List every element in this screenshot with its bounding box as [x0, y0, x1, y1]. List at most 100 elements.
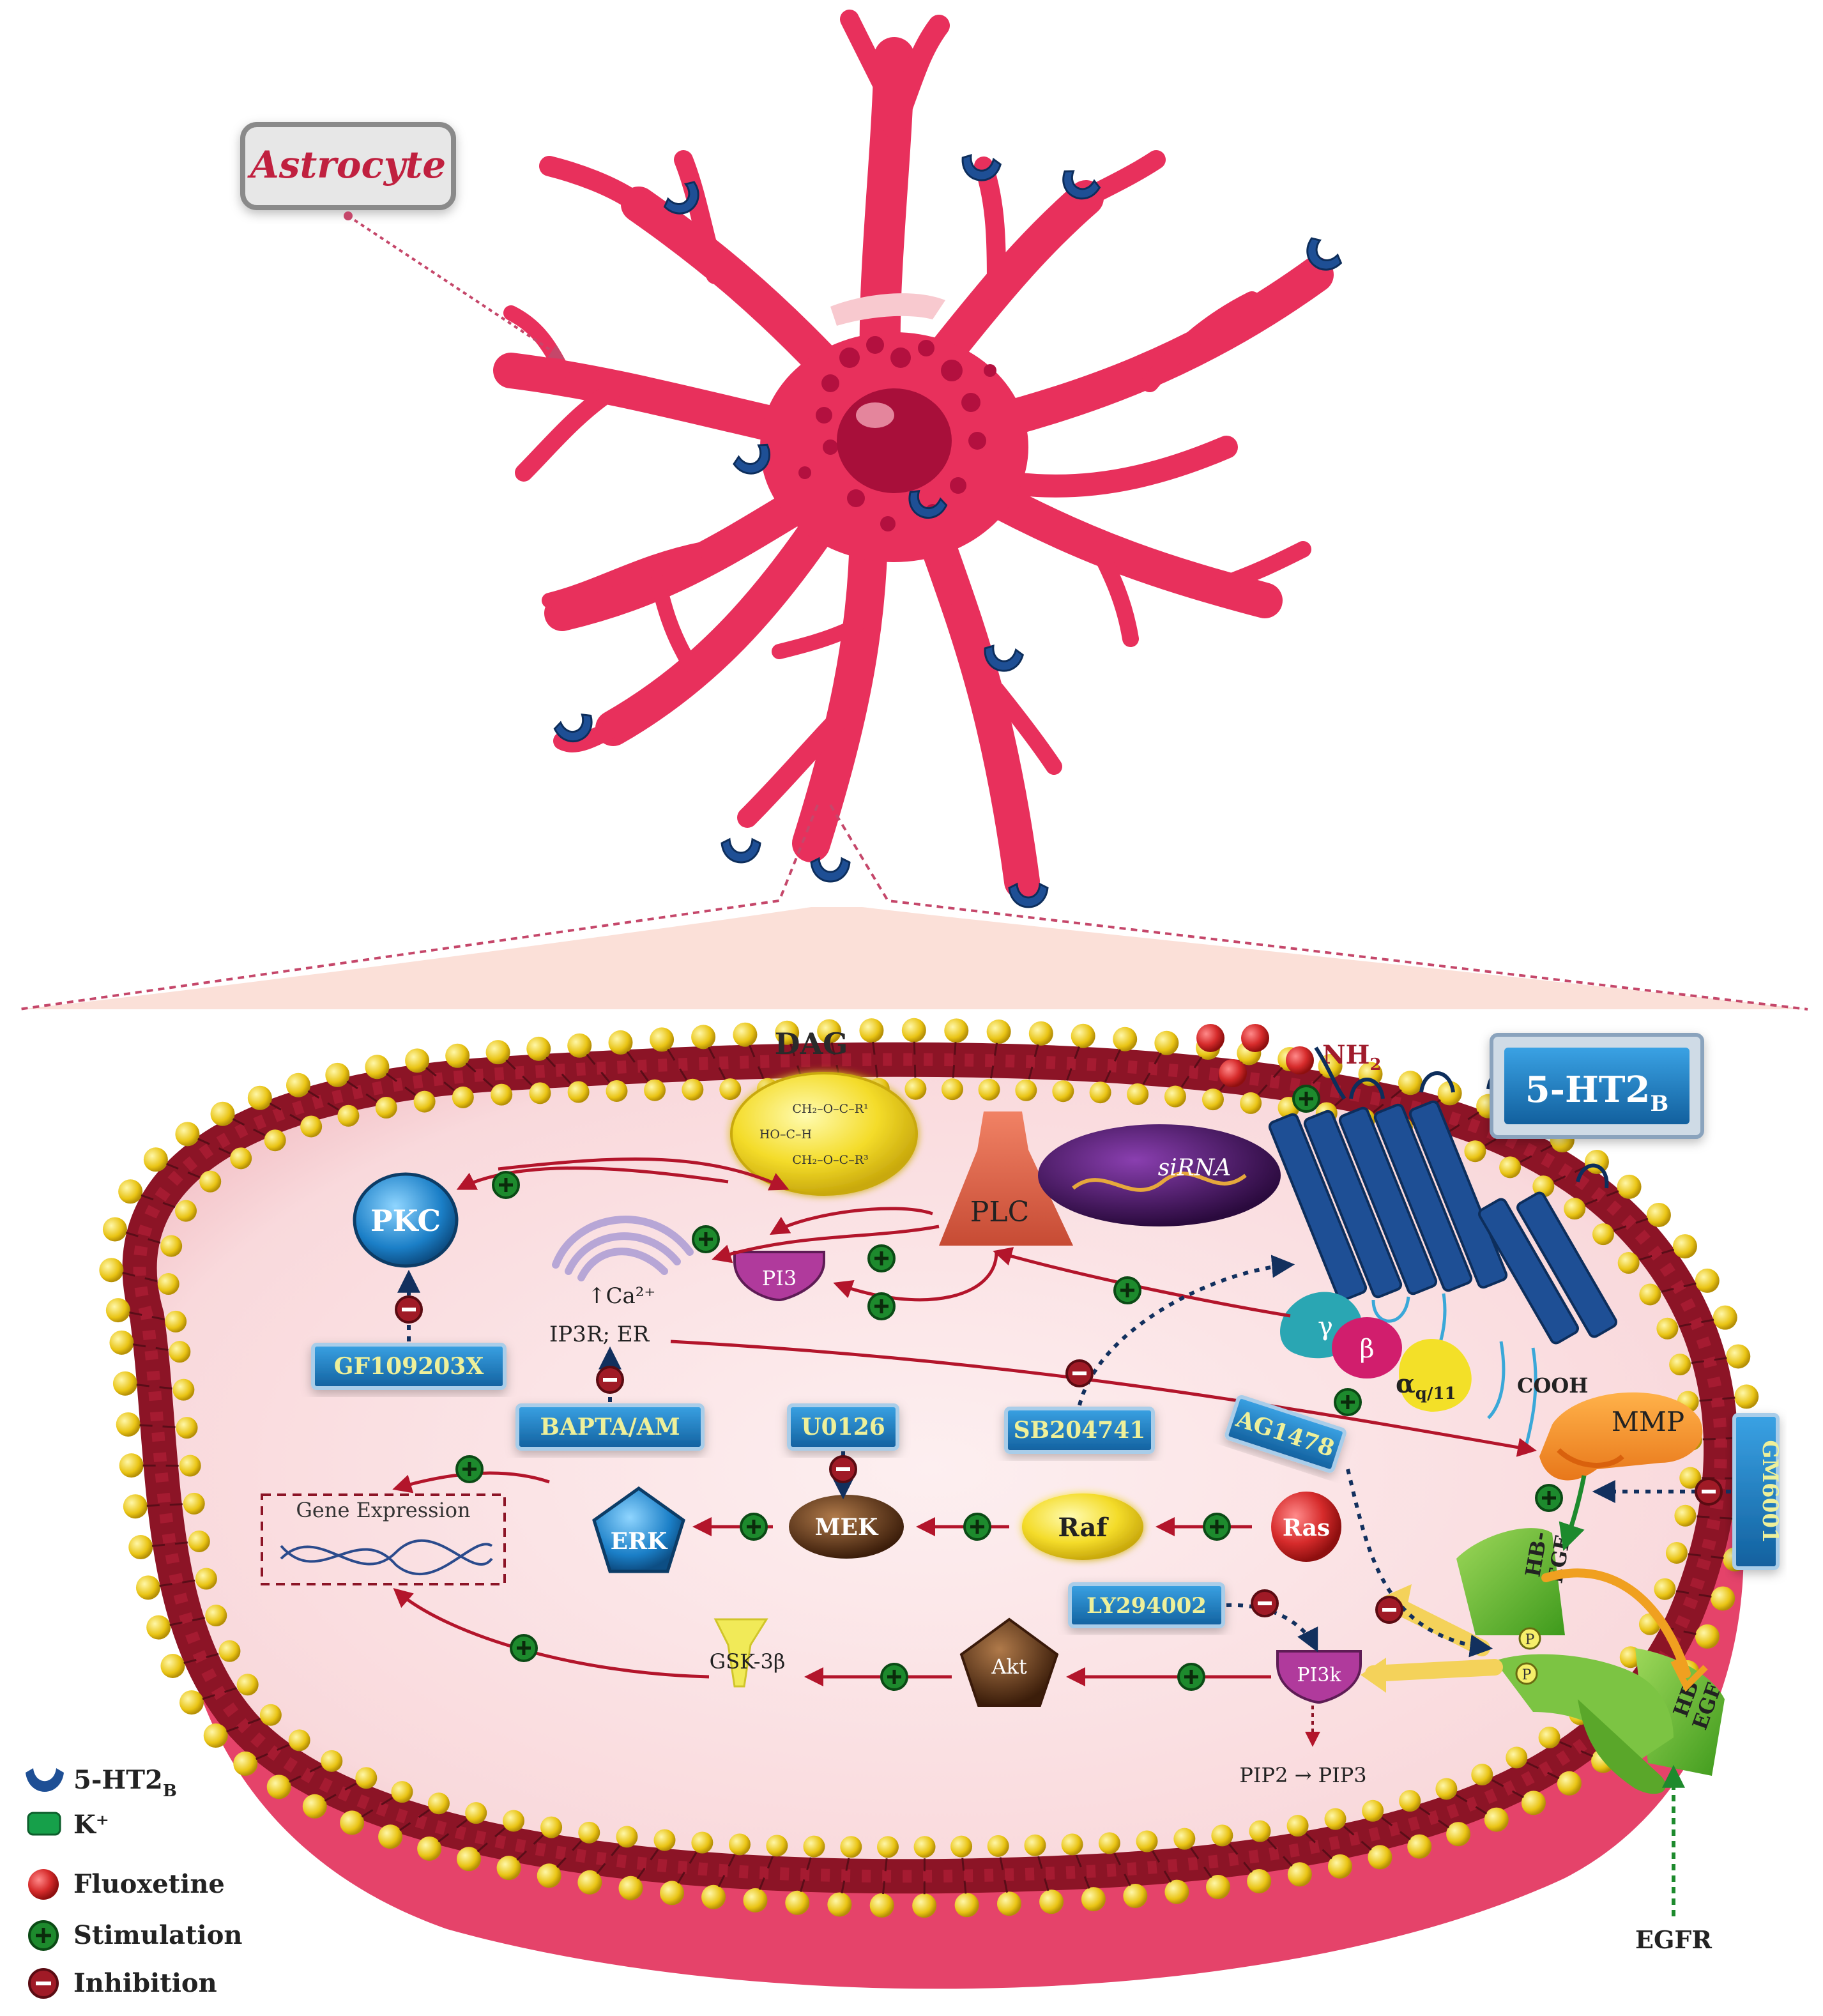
lipid-tail — [561, 1073, 572, 1085]
legend-item-inhibition: Inhibition — [28, 1968, 217, 1999]
g-gamma-label: γ — [1318, 1312, 1333, 1341]
receptor-icon — [721, 837, 761, 864]
lipid-tail — [1714, 1357, 1727, 1361]
lipid-head — [743, 1888, 768, 1913]
dag-formula-line-2: HO–C–H — [759, 1127, 812, 1142]
lipid-head — [996, 1891, 1021, 1916]
lipid-head — [775, 1020, 800, 1045]
legend-label-stimulation: Stimulation — [73, 1920, 243, 1950]
lipid-head — [876, 1836, 899, 1858]
lipid-head — [183, 1492, 205, 1515]
lipid-tail — [1437, 1819, 1450, 1829]
lipid-head — [1672, 1234, 1697, 1259]
lipid-tail — [404, 1086, 416, 1096]
receptor-icon — [1062, 170, 1101, 200]
lipid-head — [175, 1122, 200, 1147]
lipid-head — [682, 1078, 704, 1101]
legend-item-potassium: K⁺ — [27, 1810, 109, 1840]
lipid-tail — [717, 1875, 726, 1888]
lipid-head — [606, 1080, 628, 1102]
lipid-head — [691, 1025, 716, 1050]
dag-formula-line-3: CH₂–O–C–R³ — [792, 1153, 868, 1167]
lipid-head — [210, 1101, 235, 1126]
lipid-tail — [1193, 1057, 1203, 1069]
calcium-label: ↑Ca²⁺ — [588, 1283, 655, 1309]
stimulation-icon — [1334, 1388, 1362, 1416]
lipid-head — [405, 1048, 430, 1073]
lipid-tail — [494, 1828, 506, 1838]
lipid-head — [365, 1055, 390, 1080]
stimulation-icon — [740, 1513, 768, 1541]
zoom-cone — [19, 804, 1808, 1011]
plc: PLC — [939, 1111, 1073, 1246]
erk-node: ERK — [592, 1486, 685, 1573]
stimulation-icon — [867, 1244, 896, 1272]
lipid-head — [1695, 1624, 1720, 1649]
lipid-tail — [1163, 1870, 1172, 1882]
lipid-tail — [136, 1384, 149, 1387]
lipid-head — [1679, 1467, 1702, 1489]
lipid-tail — [1322, 1849, 1332, 1859]
lipid-head — [203, 1723, 228, 1748]
lipid-tail — [1635, 1218, 1649, 1224]
lipid-head — [1674, 1504, 1697, 1527]
lipid-head — [1127, 1083, 1149, 1105]
lipid-tail — [1661, 1248, 1675, 1255]
lipid-head — [302, 1794, 327, 1819]
lipid-head — [1711, 1586, 1735, 1611]
lipid-tail — [1688, 1553, 1701, 1557]
lipid-tail — [1075, 1854, 1082, 1868]
lipid-head — [355, 1767, 378, 1789]
gm6001-box: GM6001 — [1732, 1413, 1783, 1570]
lipid-head — [1592, 1223, 1614, 1246]
lipid-head — [817, 1019, 842, 1044]
lipid-tail — [708, 1046, 715, 1059]
lipid-tail — [1203, 1867, 1212, 1879]
lipid-head — [337, 1104, 360, 1127]
lipid-tail — [626, 1051, 636, 1063]
er-organelle: ↑Ca²⁺ IP3R; ER — [549, 1216, 694, 1347]
lipid-tail — [830, 1042, 835, 1055]
lipid-head — [1052, 1080, 1074, 1103]
lipid-head — [128, 1535, 153, 1560]
lipid-head — [485, 1040, 510, 1065]
lipid-head — [941, 1078, 963, 1101]
stimulation-icon — [1113, 1276, 1141, 1304]
lipid-head — [913, 1836, 936, 1858]
lipid-head — [1437, 1081, 1462, 1106]
lipid-head — [986, 1019, 1011, 1044]
astrocyte-cell — [493, 10, 1334, 899]
lipid-tail — [1491, 1779, 1504, 1787]
lipid-head — [496, 1856, 521, 1881]
hb-egf-egfr-complex: HB- EGF HB- EGF P P EGFR — [1361, 1528, 1727, 1954]
sirna: siRNA — [1038, 1124, 1281, 1226]
receptor-icon — [733, 443, 770, 475]
lipid-tail — [639, 1069, 649, 1081]
lipid-tail — [386, 1073, 397, 1082]
regulation-symbols — [395, 1085, 1723, 1691]
receptor-icon — [984, 645, 1025, 672]
receptor-icon — [908, 490, 948, 519]
lipid-tail — [961, 1858, 965, 1871]
receptor-icon — [663, 181, 699, 215]
lipid-head — [1206, 1875, 1231, 1900]
lipid-head — [1201, 1088, 1224, 1111]
lipid-tail — [1381, 1817, 1393, 1827]
stimulation-icon — [1535, 1484, 1563, 1512]
lipid-tail — [148, 1238, 161, 1244]
lipid-head — [195, 1568, 217, 1590]
lipid-tail — [443, 1081, 455, 1091]
lipid-head — [785, 1890, 810, 1915]
lipid-tail — [381, 1797, 393, 1806]
lipid-head — [1368, 1845, 1392, 1870]
lipid-head — [135, 1575, 160, 1600]
lipid-head — [199, 1170, 222, 1193]
lipid-tail — [146, 1504, 160, 1507]
lipid-head — [300, 1115, 323, 1138]
lipid-tail — [1540, 1145, 1553, 1152]
lipid-head — [1327, 1854, 1352, 1879]
lipid-tail — [1228, 1844, 1239, 1855]
lipid-head — [827, 1892, 852, 1917]
lipid-tail — [1257, 1084, 1268, 1096]
inhibition-icon — [1695, 1478, 1723, 1506]
